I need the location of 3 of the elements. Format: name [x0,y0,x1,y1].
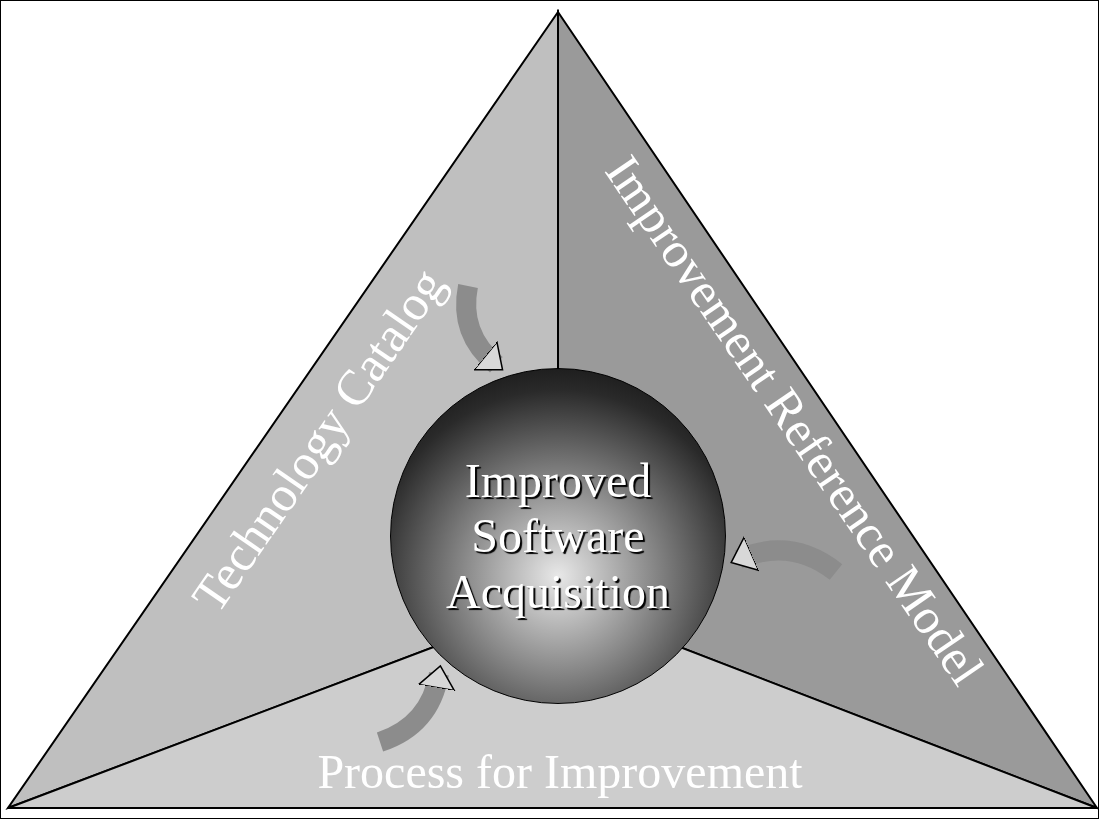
curved-arrow [456,284,504,373]
curved-arrow [730,536,842,581]
curved-arrow [376,665,455,752]
